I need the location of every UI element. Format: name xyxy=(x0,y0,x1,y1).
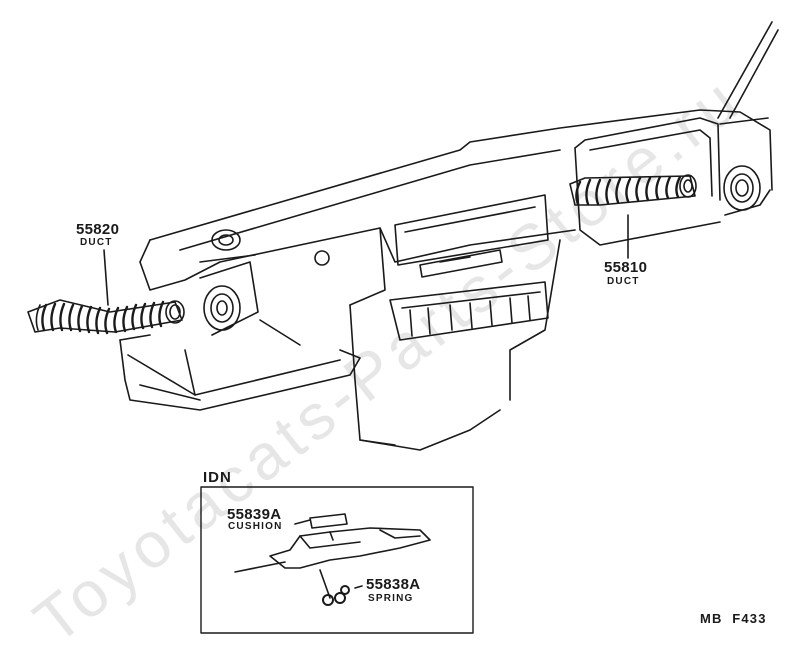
part-name-55810: DUCT xyxy=(607,276,640,287)
leader-55820 xyxy=(103,249,109,306)
inset-title: IDN xyxy=(203,469,232,486)
antenna xyxy=(717,21,779,119)
idn-inset-parts xyxy=(234,513,431,606)
part-name-55820: DUCT xyxy=(80,237,113,248)
part-number-55820: 55820 xyxy=(76,221,120,238)
part-name-55838a: SPRING xyxy=(368,593,414,604)
part-name-55839a: CUSHION xyxy=(228,521,283,532)
part-number-55810: 55810 xyxy=(604,259,648,276)
duct-55820 xyxy=(27,299,185,335)
duct-55810 xyxy=(569,174,697,206)
part-number-55839a: 55839A xyxy=(227,506,282,523)
diagram-code: MB F433 xyxy=(700,611,767,626)
dashboard-body xyxy=(119,109,773,451)
idn-inset-frame xyxy=(200,486,474,634)
part-number-55838a: 55838A xyxy=(366,576,421,593)
